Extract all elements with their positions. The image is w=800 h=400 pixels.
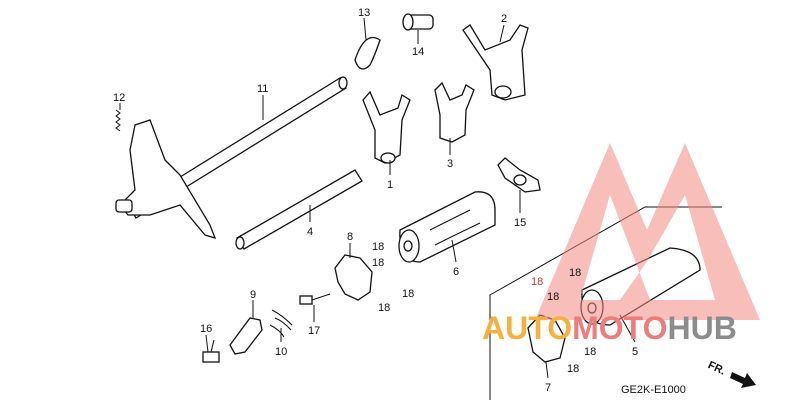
- spring-12: [115, 109, 121, 132]
- drum-center-plate-8: [334, 254, 373, 301]
- pin-bolt-14: [402, 13, 434, 31]
- callout-13: 13: [358, 7, 370, 19]
- callout-18: 18: [372, 241, 384, 253]
- callout-15: 15: [514, 217, 526, 229]
- watermark-hub: HUB: [667, 310, 736, 346]
- spring-10: [269, 309, 293, 338]
- callout-3: 3: [447, 158, 453, 170]
- watermark-logo-text: AUTOMOTOHUB: [482, 310, 737, 346]
- callout-18: 18: [547, 291, 559, 303]
- diagram-code: GE2K-E1000: [621, 384, 686, 396]
- callout-4: 4: [307, 226, 313, 238]
- plate-15-hole: [513, 174, 527, 186]
- direction-label: FR.: [706, 359, 727, 377]
- front-arrow-icon: [730, 372, 756, 388]
- callout-8: 8: [347, 231, 353, 243]
- stopper-arm-9: [229, 317, 263, 355]
- callout-2: 2: [501, 13, 507, 25]
- spindle-boss: [115, 199, 133, 213]
- fork-1-boss: [380, 152, 396, 164]
- callout-14: 14: [412, 46, 424, 58]
- callout-6: 6: [453, 266, 459, 278]
- callout-1: 1: [387, 179, 393, 191]
- callout-18: 18: [569, 267, 581, 279]
- callout-18: 18: [378, 302, 390, 314]
- watermark-triangles: [535, 143, 760, 320]
- front-direction-indicator: FR.: [706, 359, 756, 388]
- bolt-17: [299, 293, 331, 305]
- watermark-moto: MOTO: [572, 310, 667, 346]
- callout-18: 18: [372, 257, 384, 269]
- callout-9: 9: [250, 289, 256, 301]
- callout-18: 18: [567, 363, 579, 375]
- callout-16: 16: [200, 323, 212, 335]
- shift-fork-1: [362, 90, 411, 164]
- shift-spindle-plate: [119, 119, 217, 240]
- callout-11: 11: [257, 83, 268, 95]
- callout-18: 18: [584, 346, 596, 358]
- shaft-4: [235, 169, 363, 250]
- watermark-auto: AUTO: [482, 310, 572, 346]
- fork-2-boss: [494, 85, 512, 99]
- callout-18: 18: [402, 288, 414, 300]
- callout-17: 17: [308, 325, 320, 337]
- shift-drum-6: [398, 191, 496, 263]
- callout-7: 7: [545, 382, 551, 394]
- callout-12: 12: [113, 92, 125, 104]
- callout-18: 18: [531, 276, 543, 288]
- bolt-16: [202, 339, 220, 363]
- callout-5: 5: [632, 346, 638, 358]
- shift-fork-2: [462, 24, 529, 101]
- shift-fork-3: [434, 81, 475, 143]
- callouts: 13 14 2 12 11 1 3 4 15 8 18 18 6 18 18 9…: [113, 7, 638, 394]
- callout-10: 10: [275, 346, 287, 358]
- spring-13: [354, 36, 381, 70]
